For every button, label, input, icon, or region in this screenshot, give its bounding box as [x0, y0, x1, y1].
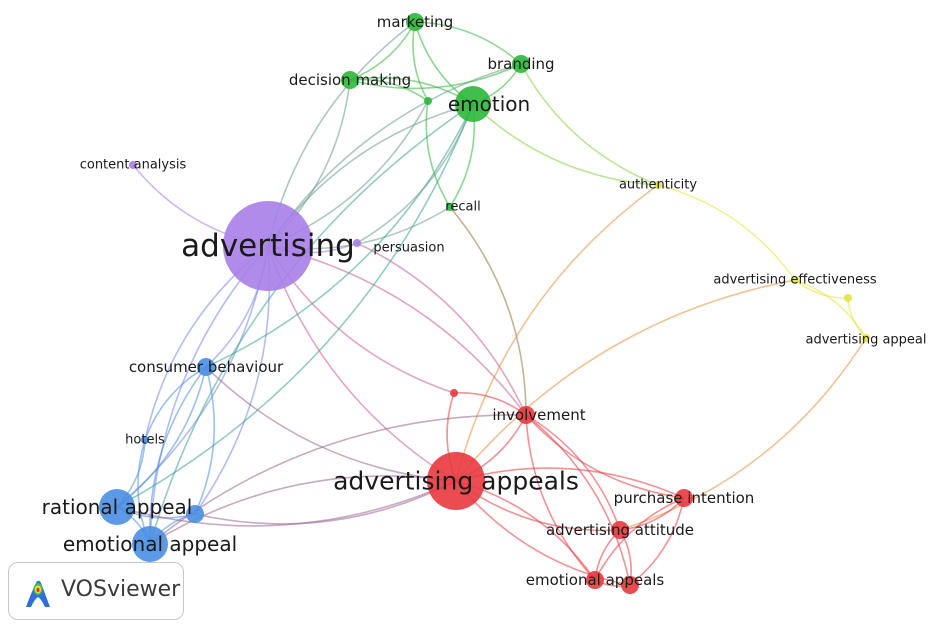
- link-emotion-authenticity: [472, 103, 659, 186]
- labels-layer: advertising content analysis persuasion mar…: [42, 13, 927, 589]
- vosviewer-wordmark: VOSviewer: [61, 577, 181, 602]
- node-adv-effectiveness[interactable]: [791, 276, 799, 284]
- label-purchase-intention[interactable]: purchase intention: [614, 489, 755, 507]
- link-advertising-advertising_appeals: [267, 245, 457, 482]
- node-decision-making[interactable]: [341, 71, 359, 89]
- link-marketing-decision_making: [349, 21, 416, 81]
- link-involvement-advertising_attitude: [525, 414, 621, 531]
- node-branding[interactable]: [512, 55, 530, 73]
- vosviewer-logo-icon: [26, 580, 50, 607]
- link-purchase_intention-red_c: [629, 497, 685, 586]
- link-emotion-rational_appeal: [116, 103, 474, 508]
- link-consumer_behaviour-hotels: [144, 366, 207, 441]
- link-emotion_b-recall: [425, 100, 451, 208]
- node-adv-appeal[interactable]: [862, 334, 870, 342]
- node-red-b[interactable]: [450, 389, 458, 397]
- node-emotion[interactable]: [455, 86, 491, 122]
- node-consumer-behaviour[interactable]: [197, 358, 215, 376]
- link-adv_appeal-advertising_attitude: [619, 337, 867, 531]
- node-involvement[interactable]: [517, 406, 535, 424]
- node-marketing[interactable]: [406, 13, 424, 31]
- node-advertising-attitude[interactable]: [611, 521, 629, 539]
- link-consumer_behaviour-blue_b: [194, 366, 216, 515]
- link-adv_effectiveness-adv_appeal: [794, 279, 867, 339]
- label-branding[interactable]: branding: [487, 55, 554, 73]
- link-involvement-purchase_intention: [525, 414, 685, 499]
- node-emotional-appeals[interactable]: [586, 571, 604, 589]
- label-marketing[interactable]: marketing: [377, 13, 453, 31]
- link-authenticity-advertising_appeals: [455, 184, 659, 482]
- node-yellow-b[interactable]: [844, 294, 852, 302]
- node-advertising-appeals[interactable]: [427, 452, 485, 510]
- label-recall[interactable]: recall: [445, 200, 480, 215]
- node-blue-b[interactable]: [186, 505, 204, 523]
- node-purchase-intention[interactable]: [675, 489, 693, 507]
- node-content-analysis[interactable]: [129, 161, 137, 169]
- link-purchase_intention-emotional_appeals: [594, 497, 685, 581]
- node-red-c[interactable]: [621, 576, 639, 594]
- node-emotional-appeal[interactable]: [132, 526, 168, 562]
- label-content-analysis[interactable]: content analysis: [80, 158, 187, 173]
- node-persuasion[interactable]: [353, 239, 361, 247]
- label-decision-making[interactable]: decision making: [289, 71, 411, 89]
- node-rational-appeal[interactable]: [99, 489, 135, 525]
- label-emotional-appeal[interactable]: emotional appeal: [63, 532, 237, 556]
- label-involvement[interactable]: involvement: [492, 406, 585, 424]
- label-advertising[interactable]: advertising: [181, 228, 355, 264]
- vosviewer-badge[interactable]: VOSviewer: [8, 562, 184, 620]
- link-advertising_appeals-purchase_intention: [455, 467, 685, 499]
- link-involvement-red_c: [525, 414, 631, 586]
- node-recall[interactable]: [446, 203, 454, 211]
- link-blue_b-advertising_appeals: [194, 480, 457, 525]
- label-persuasion[interactable]: persuasion: [373, 241, 444, 256]
- label-rational-appeal[interactable]: rational appeal: [42, 495, 193, 519]
- node-emotion-b[interactable]: [424, 97, 432, 105]
- link-emotion-consumer_behaviour: [205, 103, 474, 368]
- link-persuasion-emotion: [356, 103, 474, 244]
- label-advertising-attitude[interactable]: advertising attitude: [546, 521, 694, 539]
- label-consumer-behaviour[interactable]: consumer behaviour: [129, 358, 284, 376]
- link-emotion-emotional_appeal: [149, 103, 474, 545]
- node-hotels[interactable]: [141, 436, 149, 444]
- label-emotional-appeals[interactable]: emotional appeals: [526, 571, 665, 589]
- link-consumer_behaviour-emotional_appeal: [148, 366, 207, 545]
- link-adv_effectiveness-advertising_appeals: [455, 279, 796, 482]
- link-persuasion-involvement: [356, 242, 527, 416]
- label-hotels[interactable]: hotels: [125, 433, 165, 448]
- link-adv_effectiveness-yellow_b: [794, 279, 849, 299]
- label-authenticity[interactable]: authenticity: [619, 178, 697, 193]
- link-decision_making-branding: [349, 63, 522, 90]
- node-authenticity[interactable]: [654, 181, 662, 189]
- link-branding-authenticity: [520, 63, 659, 186]
- label-advertising-appeals[interactable]: advertising appeals: [333, 467, 579, 496]
- link-involvement-emotional_appeals: [525, 414, 596, 581]
- label-adv-effectiveness[interactable]: advertising effectiveness: [713, 273, 876, 288]
- label-emotion[interactable]: emotion: [448, 92, 530, 116]
- link-authenticity-adv_effectiveness: [657, 184, 796, 281]
- link-consumer_behaviour-rational_appeal: [116, 366, 207, 508]
- label-adv-appeal[interactable]: advertising appeal: [805, 333, 926, 348]
- node-advertising[interactable]: [223, 201, 313, 291]
- nodes-layer: [99, 13, 870, 594]
- link-emotional_appeal-advertising_appeals: [149, 475, 457, 545]
- link-recall-involvement: [449, 206, 527, 416]
- link-marketing-branding: [414, 21, 522, 65]
